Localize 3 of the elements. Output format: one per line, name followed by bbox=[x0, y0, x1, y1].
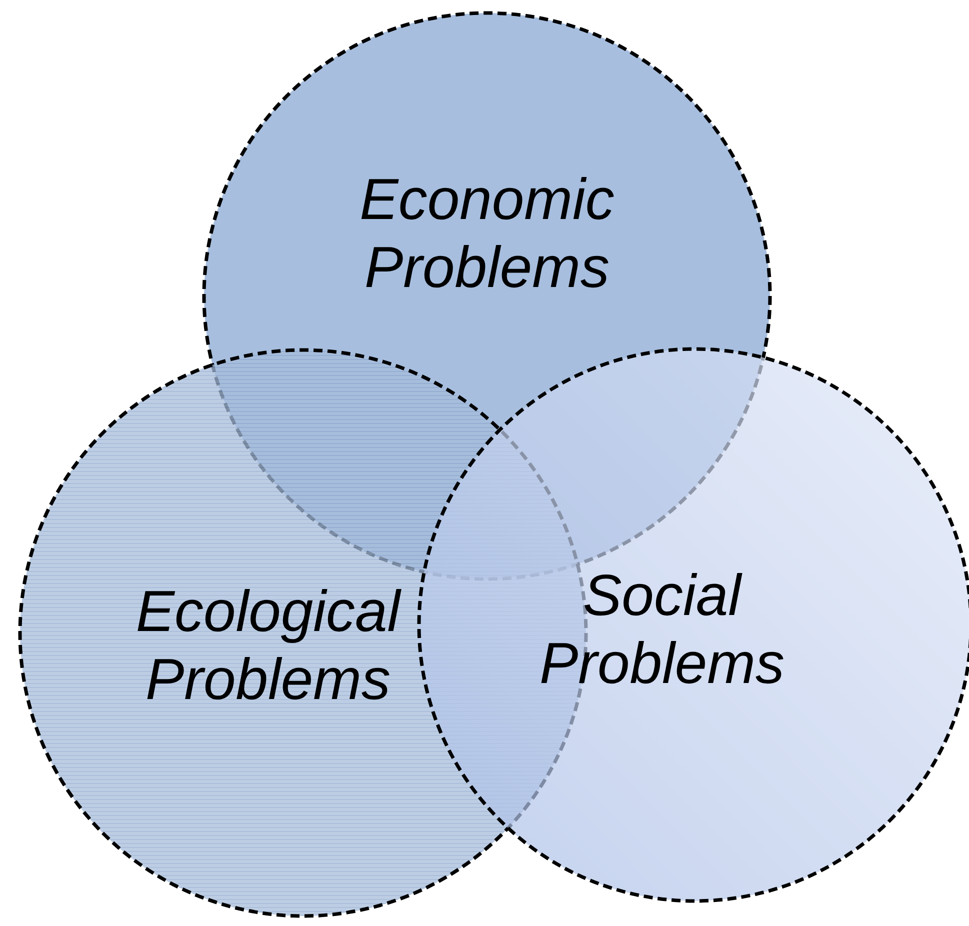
circle-label: Economic Problems bbox=[358, 166, 616, 302]
circle-label: Social Problems bbox=[538, 562, 786, 698]
circle-label: Ecological Problems bbox=[134, 578, 402, 714]
